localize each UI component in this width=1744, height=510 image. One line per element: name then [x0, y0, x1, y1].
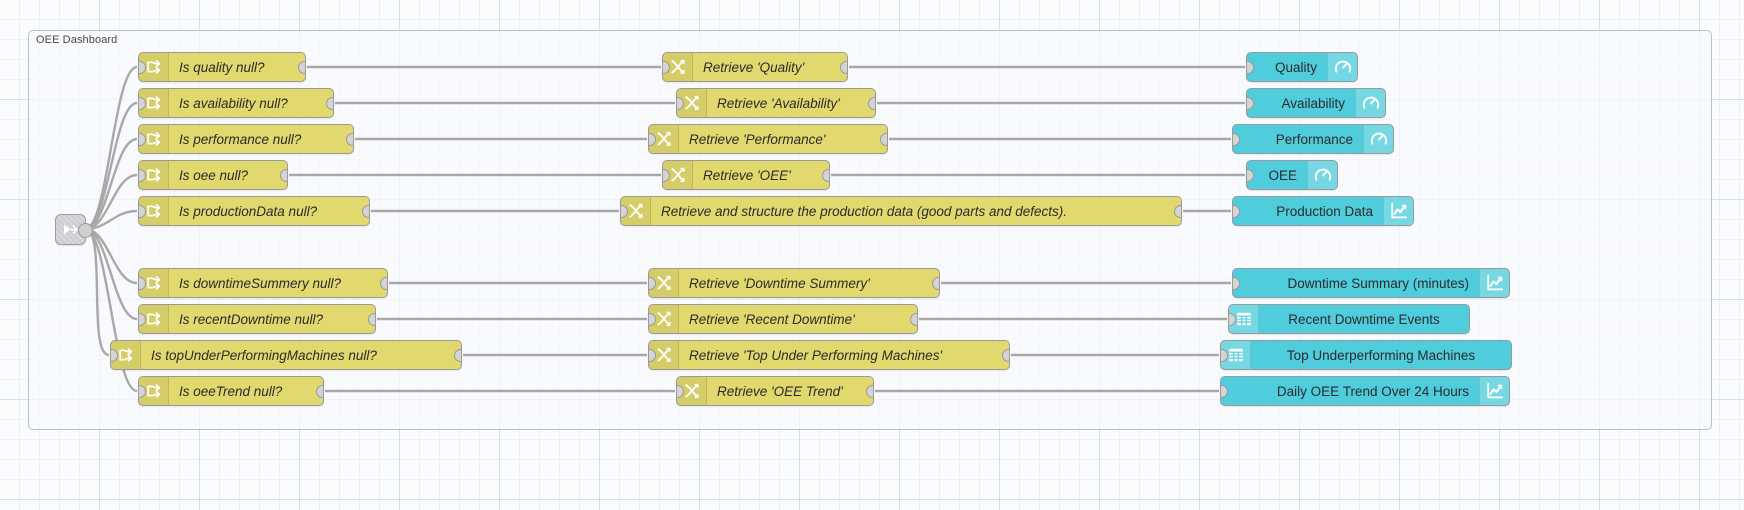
- output-port[interactable]: [932, 277, 939, 290]
- link-in-icon: [62, 221, 79, 238]
- change-node[interactable]: Retrieve 'Downtime Summery': [648, 268, 940, 298]
- switch-node[interactable]: Is topUnderPerformingMachines null?: [110, 340, 462, 370]
- switch-node[interactable]: Is downtimeSummery null?: [138, 268, 388, 298]
- node-label: Quality: [1274, 59, 1317, 75]
- node-label: Top Underperforming Machines: [1286, 347, 1476, 363]
- dashboard-node[interactable]: Daily OEE Trend Over 24 Hours: [1220, 376, 1510, 406]
- node-label: Retrieve 'Recent Downtime': [689, 311, 855, 327]
- node-label: Is availability null?: [179, 95, 288, 111]
- node-label: Is downtimeSummery null?: [179, 275, 342, 291]
- change-node[interactable]: Retrieve 'Availability': [676, 88, 876, 118]
- node-label: Downtime Summary (minutes): [1287, 275, 1469, 291]
- change-node[interactable]: Retrieve 'Quality': [662, 52, 848, 82]
- output-port[interactable]: [380, 277, 387, 290]
- change-icon: [677, 377, 707, 405]
- output-port[interactable]: [910, 313, 917, 326]
- node-label: Is performance null?: [179, 131, 302, 147]
- switch-node[interactable]: Is oee null?: [138, 160, 288, 190]
- switch-node[interactable]: Is oeeTrend null?: [138, 376, 324, 406]
- switch-icon: [139, 269, 169, 297]
- node-label: Availability: [1281, 95, 1345, 111]
- change-node[interactable]: Retrieve 'Top Under Performing Machines': [648, 340, 1010, 370]
- gauge-icon: [1307, 161, 1337, 189]
- output-port[interactable]: [880, 133, 887, 146]
- node-label: Retrieve 'Top Under Performing Machines': [689, 347, 943, 363]
- output-port[interactable]: [868, 97, 875, 110]
- node-label: Is productionData null?: [179, 203, 318, 219]
- group-label: OEE Dashboard: [36, 34, 118, 46]
- output-port[interactable]: [368, 313, 375, 326]
- output-port[interactable]: [822, 169, 829, 182]
- change-node[interactable]: Retrieve 'OEE': [662, 160, 830, 190]
- output-port[interactable]: [298, 61, 305, 74]
- node-label: Retrieve 'Performance': [689, 131, 826, 147]
- gauge-icon: [1327, 53, 1357, 81]
- dashboard-node[interactable]: Quality: [1246, 52, 1358, 82]
- node-label: Retrieve 'Downtime Summery': [689, 275, 870, 291]
- node-label: Is topUnderPerformingMachines null?: [151, 347, 377, 363]
- node-label: Is oee null?: [179, 167, 249, 183]
- node-label: Performance: [1275, 131, 1353, 147]
- dashboard-node[interactable]: Downtime Summary (minutes): [1232, 268, 1510, 298]
- output-port[interactable]: [866, 385, 873, 398]
- node-label: Retrieve 'Availability': [717, 95, 840, 111]
- gauge-icon: [1363, 125, 1393, 153]
- node-label: Is oeeTrend null?: [179, 383, 283, 399]
- node-label: Retrieve 'OEE': [703, 167, 791, 183]
- output-port[interactable]: [316, 385, 323, 398]
- change-node[interactable]: Retrieve 'Recent Downtime': [648, 304, 918, 334]
- link-in-node[interactable]: [55, 214, 93, 245]
- chart-icon: [1479, 377, 1509, 405]
- node-label: Is recentDowntime null?: [179, 311, 324, 327]
- switch-node[interactable]: Is productionData null?: [138, 196, 370, 226]
- dashboard-node[interactable]: OEE: [1246, 160, 1338, 190]
- node-label: Retrieve 'OEE Trend': [717, 383, 843, 399]
- switch-node[interactable]: Is recentDowntime null?: [138, 304, 376, 334]
- change-icon: [649, 269, 679, 297]
- link-in-output-port[interactable]: [78, 222, 93, 238]
- switch-node[interactable]: Is availability null?: [138, 88, 334, 118]
- change-node[interactable]: Retrieve 'Performance': [648, 124, 888, 154]
- chart-icon: [1383, 197, 1413, 225]
- node-label: Daily OEE Trend Over 24 Hours: [1276, 383, 1469, 399]
- output-port[interactable]: [326, 97, 333, 110]
- node-label: Retrieve 'Quality': [703, 59, 805, 75]
- dashboard-node[interactable]: Performance: [1232, 124, 1394, 154]
- gauge-icon: [1355, 89, 1385, 117]
- output-port[interactable]: [1002, 349, 1009, 362]
- output-port[interactable]: [840, 61, 847, 74]
- output-port[interactable]: [454, 349, 461, 362]
- switch-node[interactable]: Is performance null?: [138, 124, 354, 154]
- dashboard-node[interactable]: Top Underperforming Machines: [1220, 340, 1512, 370]
- node-label: Recent Downtime Events: [1288, 311, 1440, 327]
- chart-icon: [1479, 269, 1509, 297]
- output-port[interactable]: [362, 205, 369, 218]
- dashboard-node[interactable]: Availability: [1246, 88, 1386, 118]
- switch-node[interactable]: Is quality null?: [138, 52, 306, 82]
- output-port[interactable]: [346, 133, 353, 146]
- node-label: Retrieve and structure the production da…: [661, 203, 1067, 219]
- node-label: OEE: [1268, 167, 1297, 183]
- dashboard-node[interactable]: Recent Downtime Events: [1228, 304, 1470, 334]
- output-port[interactable]: [1174, 205, 1181, 218]
- output-port[interactable]: [280, 169, 287, 182]
- node-label: Is quality null?: [179, 59, 265, 75]
- node-label: Production Data: [1276, 203, 1373, 219]
- change-node[interactable]: Retrieve and structure the production da…: [620, 196, 1182, 226]
- switch-icon: [111, 341, 141, 369]
- change-node[interactable]: Retrieve 'OEE Trend': [676, 376, 874, 406]
- dashboard-node[interactable]: Production Data: [1232, 196, 1414, 226]
